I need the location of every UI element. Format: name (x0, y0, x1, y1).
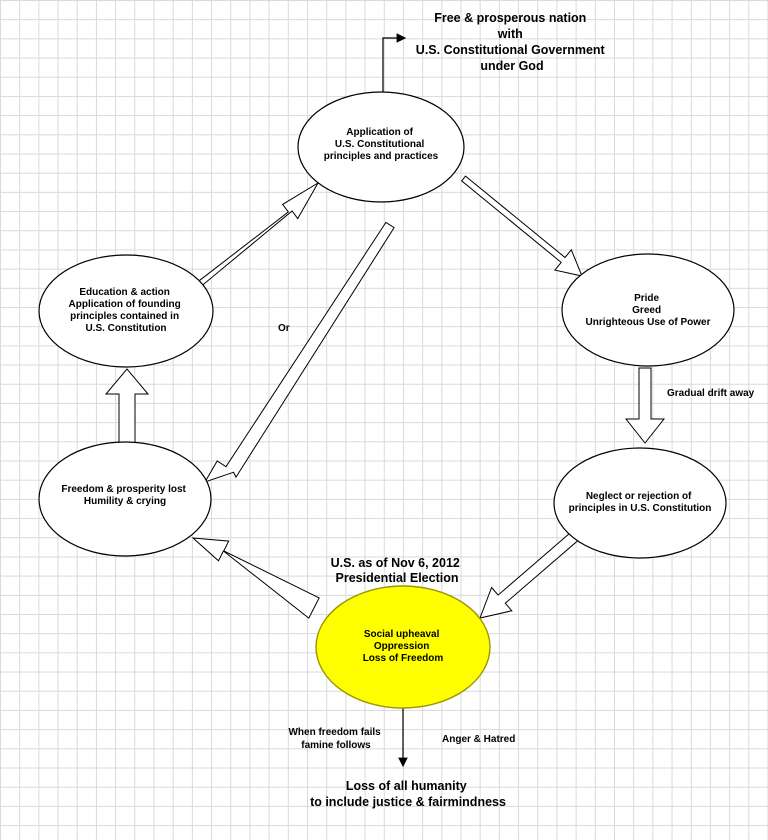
node-left-top: Education & action Application of foundi… (38, 254, 214, 368)
goal-line-3: U.S. Constitutional Government (416, 43, 606, 57)
loss-label: Loss of all humanity to include justice … (310, 779, 506, 809)
arrow-right-to-bottomright (624, 367, 666, 444)
famine-line-2: famine follows (301, 740, 371, 751)
election-label: U.S. as of Nov 6, 2012 Presidential Elec… (331, 556, 464, 585)
goal-line-1: Free & prosperous nation (434, 11, 586, 25)
election-line-2: Presidential Election (336, 571, 459, 585)
node-top-line-1: Application of (346, 127, 413, 138)
election-line-1: U.S. as of Nov 6, 2012 (331, 556, 460, 570)
node-top-line-3: principles and practices (324, 151, 439, 162)
or-label: Or (278, 323, 290, 334)
node-bottom-line-1: Social upheaval (364, 629, 440, 640)
arrow-top-to-leftbottom (203, 221, 395, 483)
node-left-top-line-2: Application of founding (69, 299, 181, 310)
node-bottom-right-line-1: Neglect or rejection of (586, 491, 692, 502)
node-right-line-1: Pride (634, 293, 659, 304)
famine-label: When freedom fails famine follows (288, 727, 383, 751)
node-left-bottom-line-1: Freedom & prosperity lost (61, 484, 186, 495)
node-bottom: Social upheaval Oppression Loss of Freed… (315, 585, 491, 709)
svg-text:Freedom & prosperity lost: Freedom & prosperity lost Humility & cry… (61, 484, 188, 507)
node-bottom-right: Neglect or rejection of principles in U.… (553, 447, 727, 559)
svg-text:Application of U.S. Cons: Application of U.S. Constitutional princ… (324, 127, 439, 162)
arrow-bottomright-to-bottom (479, 531, 579, 619)
node-bottom-line-2: Oppression (374, 641, 430, 652)
drift-label: Gradual drift away (667, 388, 755, 399)
node-left-top-line-4: U.S. Constitution (85, 323, 166, 334)
svg-text:Social upheaval Oppressi: Social upheaval Oppression Loss of Freed… (363, 629, 444, 664)
node-bottom-line-3: Loss of Freedom (363, 653, 444, 664)
goal-line-4: under God (480, 59, 543, 73)
famine-line-1: When freedom fails (288, 727, 381, 738)
node-top-line-2: U.S. Constitutional (335, 139, 425, 150)
node-left-bottom-line-2: Humility & crying (84, 496, 166, 507)
node-right-line-2: Greed (632, 305, 661, 316)
goal-line-2: with (497, 27, 523, 41)
goal-label: Free & prosperous nation with U.S. Const… (416, 11, 608, 73)
node-bottom-right-line-2: principles in U.S. Constitution (569, 503, 712, 514)
svg-text:Education & action Appli: Education & action Application of foundi… (69, 287, 184, 334)
node-left-top-line-1: Education & action (79, 287, 170, 298)
loss-line-1: Loss of all humanity (346, 779, 467, 793)
node-left-top-line-3: principles contained in (70, 311, 179, 322)
node-right-line-3: Unrighteous Use of Power (585, 317, 710, 328)
arrow-bottom-to-leftbottom (191, 537, 320, 619)
arrow-top-to-right (461, 175, 583, 277)
node-top: Application of U.S. Constitutional princ… (297, 91, 465, 203)
loss-line-2: to include justice & fairmindness (310, 795, 506, 809)
svg-text:Neglect or rejection of: Neglect or rejection of principles in U.… (569, 491, 712, 514)
anger-label: Anger & Hatred (442, 734, 515, 745)
arrow-lefttop-to-top (197, 181, 320, 286)
arrow-leftbottom-to-lefttop (104, 368, 150, 446)
goal-line-arrow (382, 33, 407, 95)
svg-text:Pride Greed Unrigh: Pride Greed Unrighteous Use of Power (585, 293, 710, 328)
node-right: Pride Greed Unrighteous Use of Power (561, 253, 735, 367)
node-left-bottom: Freedom & prosperity lost Humility & cry… (38, 441, 212, 557)
